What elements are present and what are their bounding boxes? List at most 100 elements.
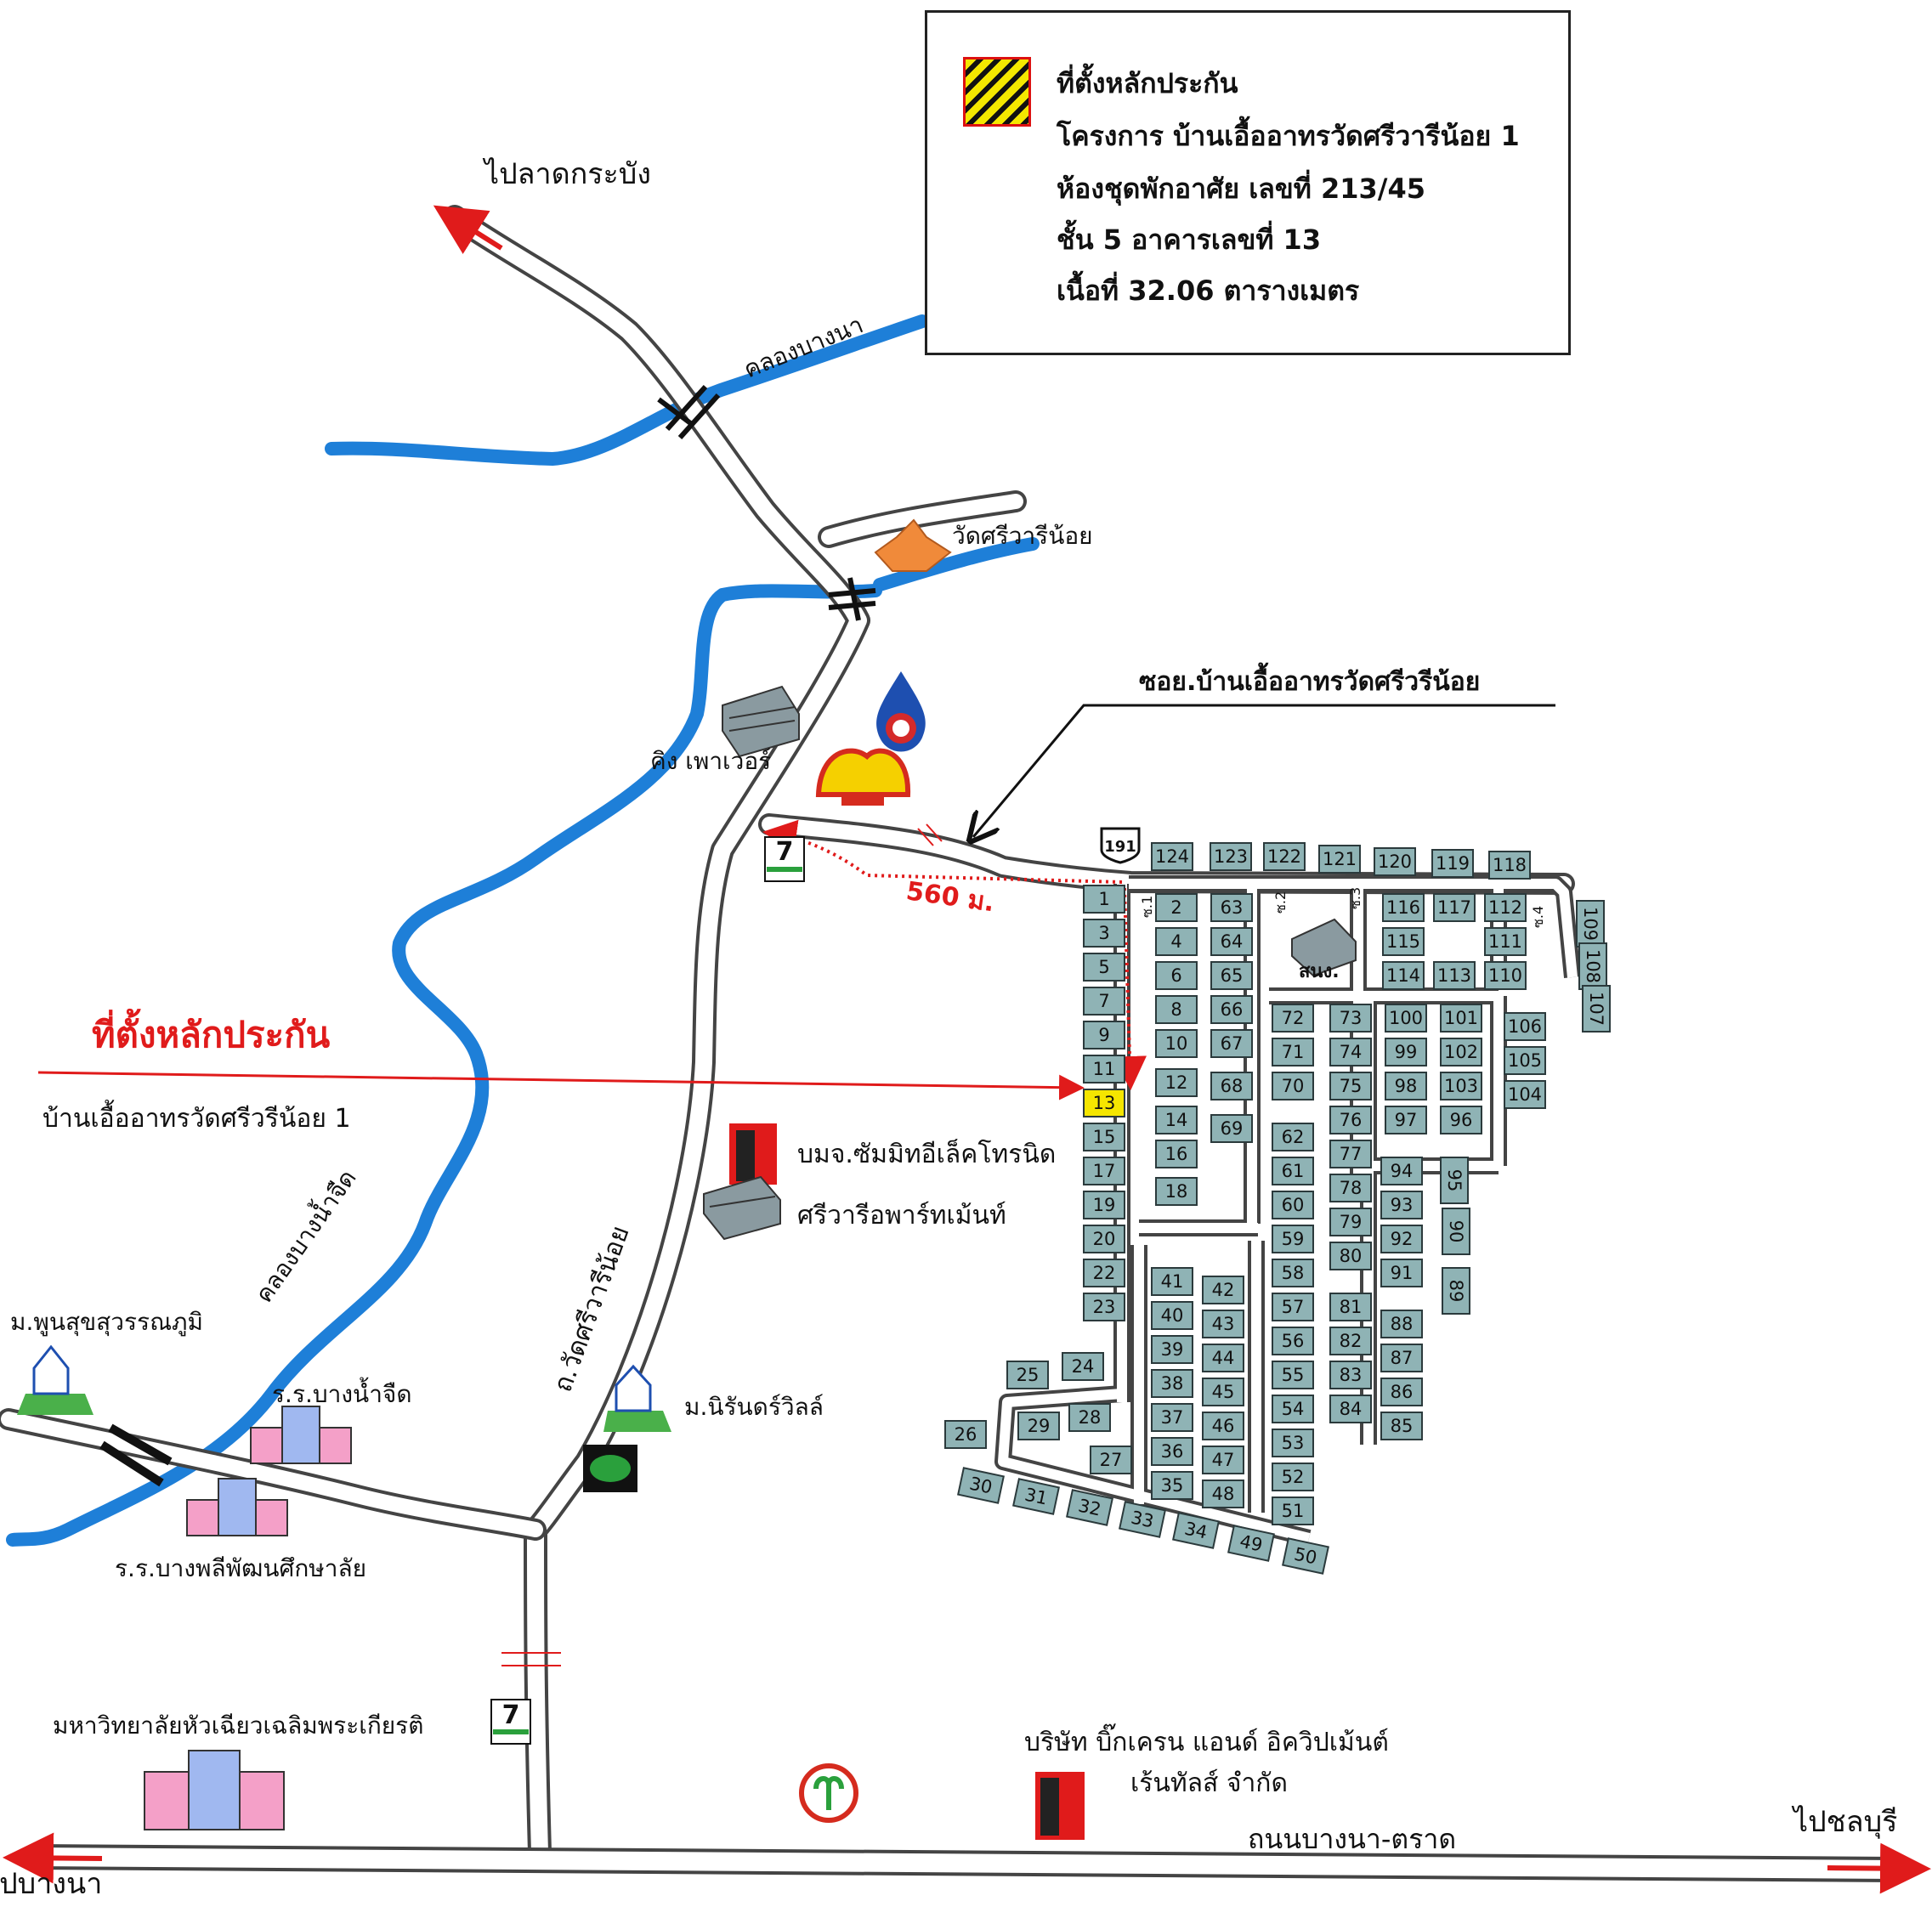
shell-station-icon — [815, 748, 911, 806]
plot-number: 70 — [1282, 1076, 1305, 1096]
plot-number: 34 — [1182, 1518, 1209, 1542]
plot-block: 22 — [1083, 1259, 1125, 1287]
plot-block: 85 — [1380, 1412, 1423, 1440]
plot-block: 66 — [1210, 995, 1253, 1024]
plot-block: 115 — [1382, 927, 1425, 956]
university-icon-hua-chiew — [144, 1750, 285, 1830]
label-collateral-sub: บ้านเอื้ออาทรวัดศรีวรีน้อย 1 — [42, 1100, 351, 1134]
plot-number: 32 — [1076, 1495, 1102, 1519]
plot-number: 120 — [1378, 852, 1412, 872]
plot-block: 100 — [1385, 1004, 1427, 1033]
plot-block: 54 — [1272, 1395, 1314, 1423]
plot-block: 46 — [1202, 1412, 1244, 1440]
route-shield-icon: 191 — [1100, 827, 1141, 864]
plot-number: 23 — [1093, 1297, 1116, 1317]
plot-number: 7 — [1098, 991, 1109, 1011]
plot-block: 60 — [1272, 1191, 1314, 1219]
temple-icon — [874, 518, 952, 572]
plot-block: 51 — [1272, 1496, 1314, 1525]
plot-number: 117 — [1437, 897, 1471, 918]
plot-block: 111 — [1484, 927, 1527, 956]
khlong-bang-nam-chuet-river — [6, 584, 882, 1547]
collateral-arrow — [37, 1071, 1085, 1100]
plot-block: 117 — [1433, 893, 1476, 922]
plot-number: 27 — [1100, 1450, 1123, 1470]
plot-number: 67 — [1221, 1033, 1244, 1054]
svg-text:191: 191 — [1104, 838, 1136, 856]
plot-block: 77 — [1329, 1140, 1372, 1168]
plot-block: 48 — [1202, 1480, 1244, 1508]
plot-number: 26 — [955, 1424, 977, 1445]
collateral-swatch-icon — [963, 57, 1031, 127]
label-to-lat-krabang: ไปลาดกระบัง — [482, 157, 651, 191]
plot-block-collateral: 13 — [1083, 1089, 1125, 1117]
plot-block: 52 — [1272, 1463, 1314, 1491]
plot-block: 25 — [1006, 1361, 1049, 1389]
plot-number: 77 — [1340, 1144, 1363, 1164]
plot-number: 113 — [1437, 965, 1471, 986]
plot-block: 124 — [1151, 842, 1193, 871]
label-hua-chiew: มหาวิทยาลัยหัวเฉียวเฉลิมพระเกียรติ — [53, 1711, 423, 1740]
plot-block: 3 — [1083, 919, 1125, 948]
plot-block: 39 — [1151, 1335, 1193, 1364]
plot-number: 119 — [1436, 853, 1470, 874]
plot-number: 94 — [1391, 1161, 1414, 1181]
plot-block: 91 — [1380, 1259, 1423, 1287]
arrow-to-bang-na — [3, 1832, 103, 1884]
plot-number: 78 — [1340, 1178, 1363, 1198]
plot-block: 107 — [1582, 985, 1611, 1033]
plot-block: 37 — [1151, 1403, 1193, 1432]
plot-number: 42 — [1212, 1280, 1235, 1300]
house-icon-poon-suk — [17, 1344, 93, 1415]
plot-number: 100 — [1389, 1008, 1423, 1028]
plot-block: 41 — [1151, 1267, 1193, 1296]
plot-number: 4 — [1170, 931, 1181, 952]
office-building-icon — [1291, 918, 1357, 977]
plot-block: 28 — [1068, 1403, 1111, 1432]
plot-number: 74 — [1340, 1042, 1363, 1062]
plot-block: 49 — [1227, 1525, 1275, 1562]
plot-number: 50 — [1292, 1543, 1318, 1568]
plot-block: 82 — [1329, 1327, 1372, 1355]
label-school-bang-phli: ร.ร.บางพลีพัฒนศึกษาลัย — [115, 1554, 366, 1582]
plot-number: 12 — [1165, 1072, 1188, 1093]
plot-block: 119 — [1431, 849, 1474, 878]
plot-block: 114 — [1382, 961, 1425, 990]
plot-block: 123 — [1210, 842, 1252, 871]
plot-number: 105 — [1508, 1050, 1542, 1071]
plot-number: 83 — [1340, 1365, 1363, 1385]
plot-block: 40 — [1151, 1301, 1193, 1330]
plot-number: 73 — [1340, 1008, 1363, 1028]
plot-number: 88 — [1391, 1314, 1414, 1334]
plot-number: 10 — [1165, 1033, 1188, 1054]
svg-text:7: 7 — [502, 1700, 520, 1730]
plot-block: 9 — [1083, 1021, 1125, 1050]
plot-block: 104 — [1504, 1080, 1546, 1109]
plot-block: 10 — [1155, 1029, 1198, 1058]
plot-number: 124 — [1155, 846, 1189, 867]
plot-block: 16 — [1155, 1140, 1198, 1168]
plot-block: 75 — [1329, 1072, 1372, 1100]
plot-number: 30 — [967, 1473, 994, 1497]
plot-number: 69 — [1221, 1118, 1244, 1139]
plot-number: 16 — [1165, 1144, 1188, 1164]
plot-block: 69 — [1210, 1114, 1253, 1143]
plot-number: 8 — [1170, 999, 1181, 1020]
plot-block: 83 — [1329, 1361, 1372, 1389]
plot-number: 90 — [1446, 1220, 1466, 1243]
plot-number: 6 — [1170, 965, 1181, 986]
plot-number: 33 — [1129, 1507, 1155, 1531]
plot-block: 106 — [1504, 1012, 1546, 1041]
plot-number: 47 — [1212, 1450, 1235, 1470]
plot-number: 14 — [1165, 1110, 1188, 1130]
plot-block: 4 — [1155, 927, 1198, 956]
plot-block: 38 — [1151, 1369, 1193, 1398]
plot-block: 31 — [1012, 1478, 1060, 1515]
plot-number: 86 — [1391, 1382, 1414, 1402]
plot-number: 51 — [1282, 1501, 1305, 1521]
plot-block: 86 — [1380, 1378, 1423, 1406]
plot-number: 57 — [1282, 1297, 1305, 1317]
plot-block: 6 — [1155, 961, 1198, 990]
plot-number: 52 — [1282, 1467, 1305, 1487]
plot-block: 35 — [1151, 1471, 1193, 1500]
